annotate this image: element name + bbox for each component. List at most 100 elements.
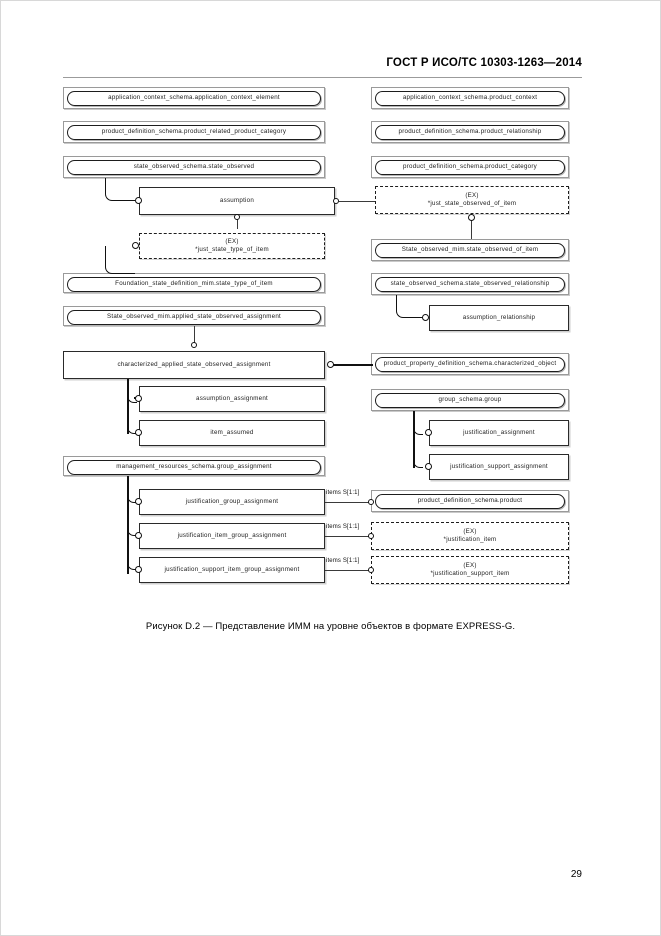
- relation-circle: [135, 566, 142, 573]
- relation-circle: [135, 395, 142, 402]
- page-number: 29: [570, 869, 582, 880]
- connector-branch-justification-support-item-group-assignment: [127, 535, 137, 570]
- relation-circle: [368, 533, 374, 539]
- relation-circle: [425, 429, 432, 436]
- node-label-bottom: *justification_support_item: [430, 570, 510, 577]
- connector-branch-item-assumed: [127, 401, 137, 434]
- connector-assumption-ex-state-type: [237, 215, 238, 229]
- node-label: product_property_definition_schema.chara…: [383, 360, 557, 368]
- node-group-assignment: management_resources_schema.group_assign…: [63, 456, 325, 476]
- relation-circle: [135, 197, 142, 204]
- node-label: Foundation_state_definition_mim.state_ty…: [115, 280, 273, 288]
- node-state-type-of-item: Foundation_state_definition_mim.state_ty…: [63, 273, 325, 293]
- connector-ex-observed-state-observed-of-item: [471, 219, 472, 239]
- node-label: state_observed_schema.state_observed: [133, 163, 255, 171]
- relation-circle: [234, 214, 240, 220]
- node-item-assumed: item_assumed: [139, 420, 325, 446]
- relation-circle: [422, 314, 429, 321]
- node-justification-support-item-group-assignment: justification_support_item_group_assignm…: [139, 557, 325, 583]
- node-label: item_assumed: [210, 428, 254, 436]
- node-label: application_context_schema.application_c…: [108, 94, 280, 102]
- connector-assumption-ex-observed: [339, 201, 375, 202]
- header-rule: [63, 77, 582, 78]
- node-justification-support-assignment: justification_support_assignment: [429, 454, 569, 480]
- node-label: justification_support_assignment: [450, 462, 548, 470]
- node-assumption: assumption: [139, 187, 335, 215]
- connector-items-justification-support-item: [325, 570, 371, 571]
- node-label: justification_assignment: [463, 428, 535, 436]
- relation-circle: [135, 429, 142, 436]
- node-product-context: application_context_schema.product_conte…: [371, 87, 569, 109]
- node-state-observed: state_observed_schema.state_observed: [63, 156, 325, 178]
- node-product-relationship: product_definition_schema.product_relati…: [371, 121, 569, 143]
- relation-circle: [333, 198, 339, 204]
- node-label-top: (EX): [465, 191, 479, 199]
- relation-circle: [468, 214, 475, 221]
- connector-state-observed-rel-assumption-rel: [396, 295, 424, 318]
- node-applied-state-observed-assignment: State_observed_mim.applied_state_observe…: [63, 306, 325, 326]
- express-g-diagram: application_context_schema.application_c…: [1, 1, 661, 621]
- edge-label-items-justification-support-item: items S[1:1]: [326, 558, 360, 564]
- edge-label-items-product: items S[1:1]: [326, 490, 360, 496]
- edge-label-items-justification-item: items S[1:1]: [326, 524, 360, 530]
- node-product-related-product-category: product_definition_schema.product_relate…: [63, 121, 325, 143]
- node-label: justification_support_item_group_assignm…: [164, 565, 300, 573]
- node-label-top: (EX): [225, 237, 239, 245]
- node-label-top: (EX): [463, 527, 477, 535]
- relation-circle: [191, 342, 197, 348]
- node-group: group_schema.group: [371, 389, 569, 411]
- relation-circle: [327, 361, 334, 368]
- figure-caption: Рисунок D.2 — Представление ИММ на уровн…: [145, 621, 516, 632]
- node-label: assumption_relationship: [462, 313, 536, 321]
- connector-branch-justification-assignment: [413, 411, 423, 435]
- node-label: justification_group_assignment: [185, 497, 279, 505]
- node-label-top: (EX): [463, 561, 477, 569]
- node-label: assumption_assignment: [196, 394, 268, 402]
- node-label: characterized_applied_state_observed_ass…: [117, 360, 271, 368]
- node-justification-group-assignment: justification_group_assignment: [139, 489, 325, 515]
- node-label: product_definition_schema.product_catego…: [403, 163, 537, 171]
- relation-circle: [368, 499, 374, 505]
- node-assumption-assignment: assumption_assignment: [139, 386, 325, 412]
- node-characterized-object: product_property_definition_schema.chara…: [371, 353, 569, 375]
- node-label: state_observed_schema.state_observed_rel…: [390, 280, 550, 288]
- node-label: management_resources_schema.group_assign…: [116, 463, 272, 471]
- node-label: group_schema.group: [438, 396, 502, 404]
- node-label-bottom: *just_state_type_of_item: [195, 246, 269, 253]
- node-application-context-element: application_context_schema.application_c…: [63, 87, 325, 109]
- node-label-bottom: *just_state_observed_of_item: [427, 200, 517, 207]
- relation-circle: [368, 567, 374, 573]
- relation-circle: [132, 242, 139, 249]
- node-assumption-relationship: assumption_relationship: [429, 305, 569, 331]
- node-state-observed-of-item: State_observed_mim.state_observed_of_ite…: [371, 239, 569, 261]
- connector-characterized-object: [333, 364, 373, 366]
- node-label: product_definition_schema.product_relati…: [398, 128, 542, 136]
- node-label-bottom: *justification_item: [443, 536, 497, 543]
- node-justification-assignment: justification_assignment: [429, 420, 569, 446]
- node-product: product_definition_schema.product: [371, 490, 569, 512]
- node-label: application_context_schema.product_conte…: [402, 94, 538, 102]
- connector-ex-state-type-foundation: [105, 246, 135, 274]
- node-ex-just-state-observed-of-item: (EX) *just_state_observed_of_item: [375, 186, 569, 214]
- node-justification-item-group-assignment: justification_item_group_assignment: [139, 523, 325, 549]
- node-label: justification_item_group_assignment: [177, 531, 287, 539]
- node-ex-justification-item: (EX) *justification_item: [371, 522, 569, 550]
- node-characterized-applied-state-observed-assignment: characterized_applied_state_observed_ass…: [63, 351, 325, 379]
- node-label: State_observed_mim.state_observed_of_ite…: [401, 246, 539, 254]
- node-ex-just-state-type-of-item: (EX) *just_state_type_of_item: [139, 233, 325, 259]
- node-state-observed-relationship: state_observed_schema.state_observed_rel…: [371, 273, 569, 295]
- node-label: assumption: [219, 196, 255, 204]
- node-label: product_definition_schema.product: [417, 497, 523, 505]
- node-label: State_observed_mim.applied_state_observe…: [107, 313, 281, 321]
- relation-circle: [425, 463, 432, 470]
- node-product-category: product_definition_schema.product_catego…: [371, 156, 569, 178]
- connector-items-product: [325, 502, 371, 503]
- node-label: product_definition_schema.product_relate…: [101, 128, 287, 136]
- node-ex-justification-support-item: (EX) *justification_support_item: [371, 556, 569, 584]
- connector-applied-characterized: [194, 326, 195, 344]
- connector-state-observed-assumption: [105, 178, 135, 201]
- connector-items-justification-item: [325, 536, 371, 537]
- connector-branch-justification-support-assignment: [413, 435, 423, 468]
- connector-branch-justification-item-group-assignment: [127, 501, 137, 536]
